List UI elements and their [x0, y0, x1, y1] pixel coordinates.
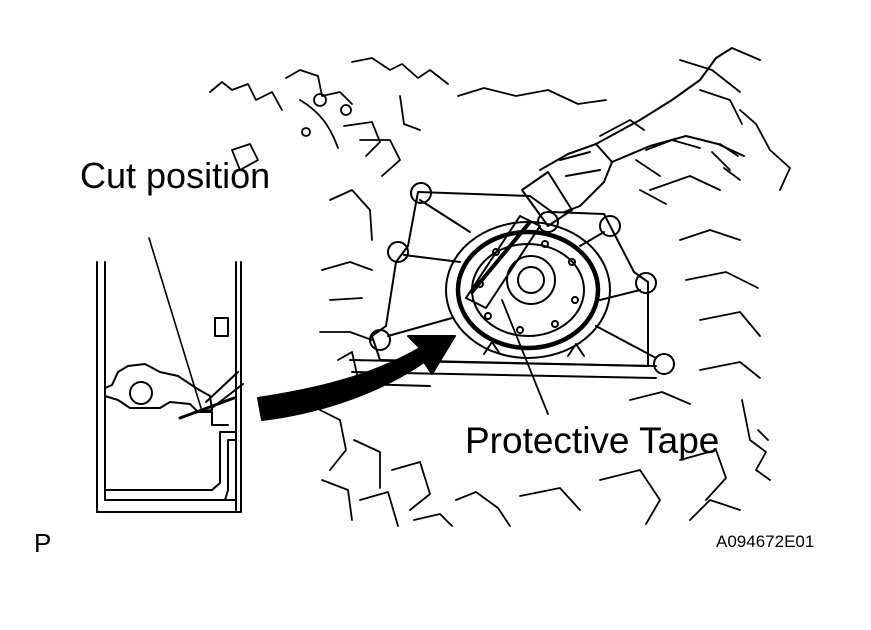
protective-tape-label: Protective Tape [465, 420, 720, 461]
rear-oil-seal-retainer [349, 182, 675, 387]
direction-arrow [257, 335, 456, 421]
cutting-tool [465, 47, 761, 415]
cut-position-label: Cut position [80, 155, 271, 196]
inset-detail [96, 237, 244, 513]
view-marker-label: P [34, 528, 52, 558]
engine-block-outline [209, 57, 791, 527]
figure-code-label: A094672E01 [716, 532, 815, 551]
